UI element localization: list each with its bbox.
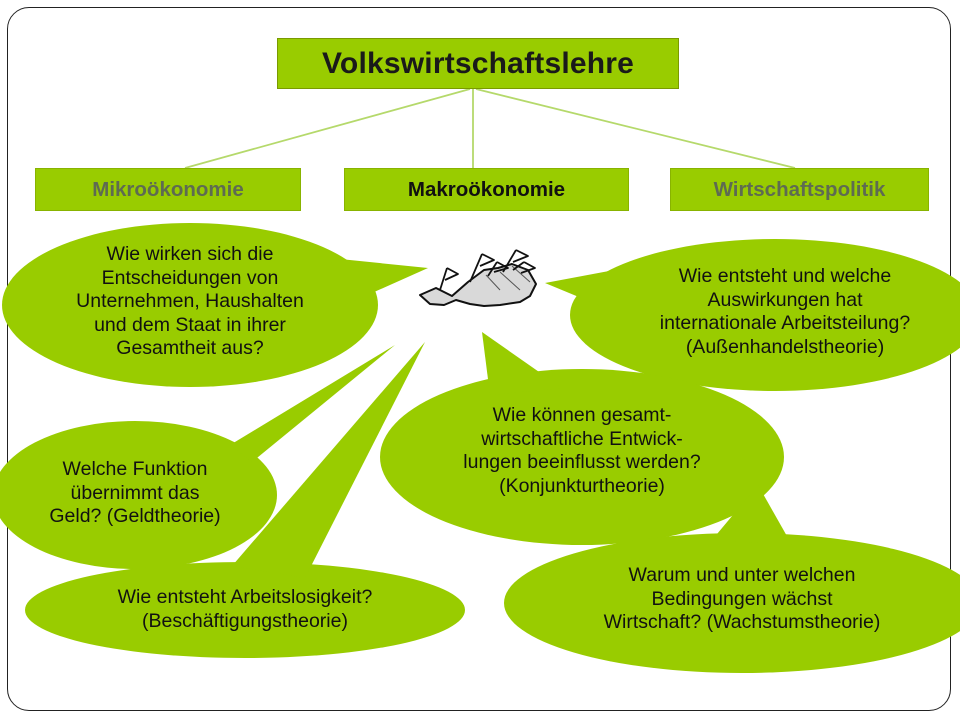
bubble-line: lungen beeinflusst werden? bbox=[463, 451, 701, 473]
bubble-konjunktur bbox=[380, 332, 784, 545]
bubble-arbeitslosigkeit-text: Wie entsteht Arbeitslosigkeit? (Beschäft… bbox=[75, 586, 415, 633]
bubble-line: (Konjunkturtheorie) bbox=[499, 474, 665, 497]
bubble-gesamtheit-text: Wie wirken sich die Entscheidungen von U… bbox=[40, 243, 340, 361]
category-makrooekonomie: Makroökonomie bbox=[344, 168, 629, 211]
bubble-line: Auswirkungen hat bbox=[707, 288, 863, 311]
bubble-line: Wirtschaft? (Wachstumstheorie) bbox=[603, 611, 881, 633]
connector-wp bbox=[475, 88, 796, 169]
bubble-line: Wie entsteht Arbeitslosigkeit? bbox=[117, 586, 373, 608]
bubble-line: Unternehmen, Haushalten bbox=[76, 290, 304, 312]
bubble-line: Wie können gesamt- bbox=[492, 404, 672, 426]
bubble-line: Welche Funktion bbox=[62, 458, 208, 480]
bubble-line: Wie wirken sich die bbox=[106, 243, 274, 265]
austria-map-icon bbox=[419, 249, 537, 307]
page-title: Volkswirtschaftslehre bbox=[321, 46, 635, 80]
bubble-line: Gesamtheit aus? bbox=[116, 337, 264, 359]
bubble-gesamtheit bbox=[2, 223, 428, 387]
bubble-line: Bedingungen wächst bbox=[651, 587, 833, 610]
connector-mikro bbox=[184, 88, 471, 169]
bubble-geld bbox=[0, 345, 395, 569]
category-mikrooekonomie: Mikroökonomie bbox=[35, 168, 301, 211]
bubble-geld-text: Welche Funktion übernimmt das Geld? (Gel… bbox=[25, 458, 245, 529]
bubble-line: internationale Arbeitsteilung? bbox=[659, 312, 911, 334]
bubble-line: Wie entsteht und welche bbox=[678, 265, 892, 287]
bubble-line: Warum und unter welchen bbox=[628, 564, 856, 586]
bubble-line: und dem Staat in ihrer bbox=[94, 313, 286, 336]
slide-frame bbox=[7, 7, 951, 711]
bubble-line: wirtschaftliche Entwick- bbox=[481, 427, 683, 450]
category-label: Wirtschaftspolitik bbox=[713, 177, 886, 201]
bubble-wachstum-text: Warum und unter welchen Bedingungen wäch… bbox=[567, 564, 917, 635]
bubble-line: (Außenhandelstheorie) bbox=[685, 335, 885, 358]
bubble-arbeitslosigkeit bbox=[25, 342, 465, 658]
title-box: Volkswirtschaftslehre bbox=[277, 38, 679, 89]
bubble-aussenhandel bbox=[545, 239, 960, 391]
category-wirtschaftspolitik: Wirtschaftspolitik bbox=[670, 168, 929, 211]
bubble-line: übernimmt das bbox=[70, 481, 200, 504]
bubble-wachstum bbox=[504, 485, 960, 673]
bubble-konjunktur-text: Wie können gesamt- wirtschaftliche Entwi… bbox=[432, 404, 732, 498]
bubble-line: Geld? (Geldtheorie) bbox=[49, 505, 221, 527]
category-label: Mikroökonomie bbox=[92, 177, 244, 201]
bubble-line: (Beschäftigungstheorie) bbox=[142, 609, 348, 632]
bubble-line: Entscheidungen von bbox=[101, 266, 279, 289]
category-label: Makroökonomie bbox=[407, 177, 566, 201]
bubble-aussenhandel-text: Wie entsteht und welche Auswirkungen hat… bbox=[620, 265, 950, 359]
